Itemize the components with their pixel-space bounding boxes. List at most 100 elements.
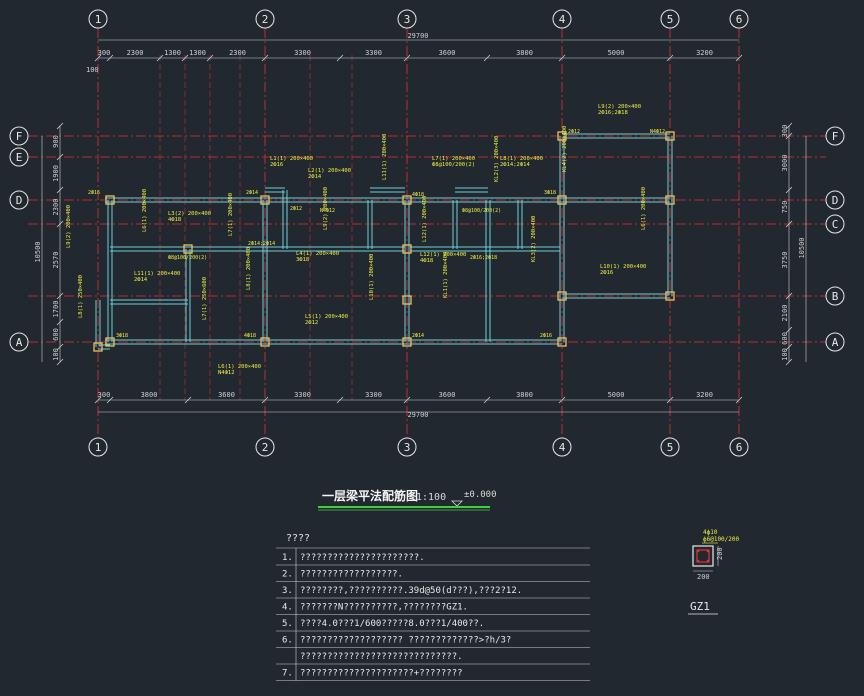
dim-tick (106, 396, 114, 404)
dim-label: 3300 (294, 391, 311, 399)
beam-label-vertical: KL3(2) 200×400 (531, 216, 537, 262)
dim-tick (336, 396, 344, 404)
beam-label-vertical: KL2(3) 200×400 (494, 136, 500, 182)
axis-bubble-bottom-2-circle (255, 437, 275, 457)
dim-label: 1300 (164, 49, 181, 57)
dim-total-left: 10500 (34, 241, 42, 262)
beam-label: L7(1) 200×400 (432, 156, 475, 162)
dim-label: 300 (98, 49, 111, 57)
beam-label-vertical: L6(1) 200×400 (142, 189, 148, 232)
dim-label: 5000 (608, 49, 625, 57)
beam-rebar: 2Ф14 (308, 174, 322, 180)
beam-rebar: 2Ф16;2Ф18 (598, 110, 628, 116)
gz1-height: 200 (716, 547, 724, 560)
dim-tick (785, 358, 793, 366)
axis-bubble-bottom-6-label: 6 (736, 441, 743, 454)
dim-label: 3600 (439, 49, 456, 57)
axis-bubble-bottom-6-circle (729, 437, 749, 457)
axis-bubble-bottom-3-label: 3 (404, 441, 411, 454)
dim-label: 1300 (189, 49, 206, 57)
dim-label: 3300 (365, 391, 382, 399)
dim-label: 600 (781, 332, 789, 345)
rebar-tag: 2Ф12 (568, 129, 580, 135)
dim-label: 300 (98, 391, 111, 399)
dim-label: 5000 (608, 391, 625, 399)
gz1-rebar-main: 4ф10 (703, 529, 718, 536)
dim-label: 3200 (696, 49, 713, 57)
note-text: ??????????????????? ?????????????>?h/3? (300, 636, 511, 646)
column-detail-gz1: 4ф10 ф6@100/200 200 200 GZ1 (688, 529, 740, 615)
beam-rebar: 2Ф12 (305, 320, 318, 326)
dim-label: 300 (781, 125, 789, 138)
axis-bubble-bottom-2-label: 2 (262, 441, 269, 454)
dim-tick (56, 220, 64, 228)
dim-offset: 100 (86, 66, 99, 74)
axis-bubble-left-F-circle (9, 126, 29, 146)
elevation-mark-icon (451, 500, 463, 507)
dim-tick (558, 396, 566, 404)
note-text: ??????????????????????. (300, 553, 425, 563)
beam-label-vertical: L7(1) 250×600 (202, 277, 208, 320)
dim-tick (184, 396, 192, 404)
dim-tick (785, 326, 793, 334)
note-number: 5. (282, 619, 293, 629)
column-marker (402, 195, 412, 205)
drawing-scale: 1:100 (416, 492, 446, 503)
axis-bubble-top-2-label: 2 (262, 13, 269, 26)
dim-tick (56, 153, 64, 161)
beam-label-vertical: L8(1) 250×400 (78, 275, 84, 318)
rebar-tag: Ф8@100/200(2) (168, 255, 207, 261)
dim-tick (94, 396, 102, 404)
axis-bubble-right-C-circle (825, 214, 845, 234)
axis-bubble-bottom-1-circle (88, 437, 108, 457)
gz1-section-outline (692, 545, 714, 567)
beam-label: L6(1) 200×400 (218, 364, 261, 370)
beam-label: L5(1) 200×400 (305, 314, 348, 320)
axis-bubble-bottom-3-circle (397, 437, 417, 457)
dim-label: 2300 (52, 199, 60, 216)
beam-label: L4(1) 200×400 (296, 251, 339, 257)
rebar-tag: 4Ф18 (412, 192, 424, 198)
gz1-stirrup (696, 549, 710, 563)
beam-label: L9(2) 200×400 (598, 104, 641, 110)
dim-label: 2100 (781, 305, 789, 322)
dim-tick (785, 343, 793, 351)
axis-bubble-right-D-circle (825, 190, 845, 210)
note-number: 6. (282, 636, 293, 646)
column-marker (557, 131, 567, 141)
dim-tick (785, 186, 793, 194)
dim-tick (56, 318, 64, 326)
beam-label-vertical: L12(1) 200×400 (422, 196, 428, 242)
beam-label-vertical: L11(1) 200×400 (382, 134, 388, 180)
beam-rebar: 4Ф18 (420, 258, 433, 264)
gz1-width: 200 (697, 573, 710, 581)
drawing-title-block: 一层梁平法配筋图 1:100 ±0.000 (318, 488, 497, 511)
dim-label: 3600 (439, 391, 456, 399)
axis-grid (28, 28, 826, 438)
note-text: ????????,??????????.39d@50(d???),???2?12… (300, 586, 522, 596)
beam-walls (93, 131, 675, 352)
column-marker (402, 295, 412, 305)
dim-label: 750 (781, 201, 789, 214)
dim-tick (56, 292, 64, 300)
rebar-tag: 2Ф16;2Ф18 (470, 255, 497, 261)
rebar-tag: 4Ф18 (244, 333, 256, 339)
rebar-tag: 3Ф18 (116, 333, 128, 339)
axis-bubble-top-1-label: 1 (95, 13, 102, 26)
column-marker (402, 244, 412, 254)
axis-bubble-top-3-circle (397, 9, 417, 29)
beam-label-vertical: L9(2) 200×400 (66, 205, 72, 248)
column-marker (557, 291, 567, 301)
note-number: 1. (282, 553, 293, 563)
rebar-tag: 2Ф16 (540, 333, 552, 339)
axis-bubble-right-B-circle (825, 286, 845, 306)
beam-rebar: 2Ф14;2Ф14 (500, 162, 530, 168)
note-number: 2. (282, 570, 293, 580)
notes-heading: ???? (286, 533, 310, 544)
rebar-tag: 2Ф12 (290, 206, 302, 212)
column-marker (665, 195, 675, 205)
dim-tick (666, 54, 674, 62)
